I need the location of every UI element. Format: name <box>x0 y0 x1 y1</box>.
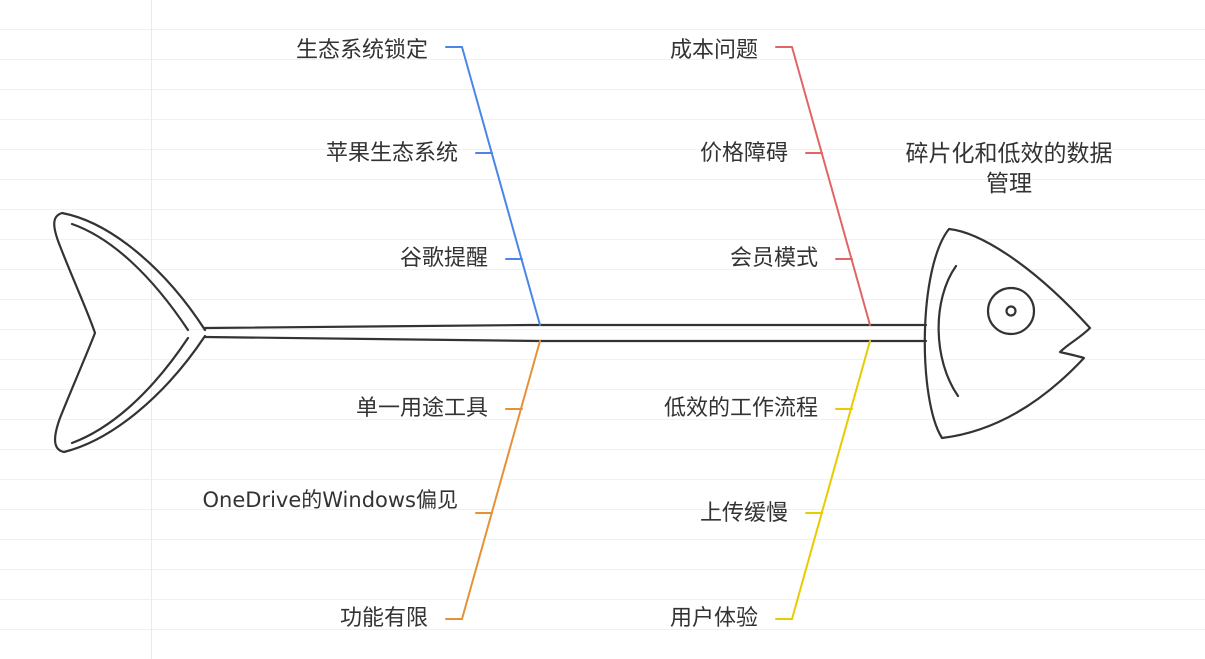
page-margin-line <box>151 0 152 659</box>
cause-cost-issue: 成本问题 <box>669 38 758 63</box>
bottom-left-branch-line <box>461 340 541 620</box>
fish-head <box>923 227 1092 440</box>
cause-ecosystem-lock: 生态系统锁定 <box>295 38 428 63</box>
cause-inefficient-workflow: 低效的工作流程 <box>663 396 818 421</box>
fish-bones <box>445 46 871 620</box>
cause-price-barrier: 价格障碍 <box>699 141 788 166</box>
cause-membership-model: 会员模式 <box>729 246 818 271</box>
top-left-branch-line <box>461 46 541 326</box>
cause-single-purpose-tools: 单一用途工具 <box>355 396 488 421</box>
effect-problem-label: 碎片化和低效的数据管理 <box>905 141 1113 197</box>
cause-onedrive-windows-bias: OneDrive的Windows偏见 <box>202 488 459 512</box>
top-right-branch-line <box>791 46 871 326</box>
bottom-right-branch-line <box>791 340 871 620</box>
cause-apple-ecosystem: 苹果生态系统 <box>325 141 458 166</box>
cause-user-experience: 用户体验 <box>669 606 758 631</box>
fish-spine <box>203 323 928 343</box>
fish-tail <box>53 211 207 454</box>
cause-limited-features: 功能有限 <box>339 606 428 631</box>
cause-google-reminders: 谷歌提醒 <box>399 246 488 271</box>
cause-slow-upload: 上传缓慢 <box>699 501 788 526</box>
